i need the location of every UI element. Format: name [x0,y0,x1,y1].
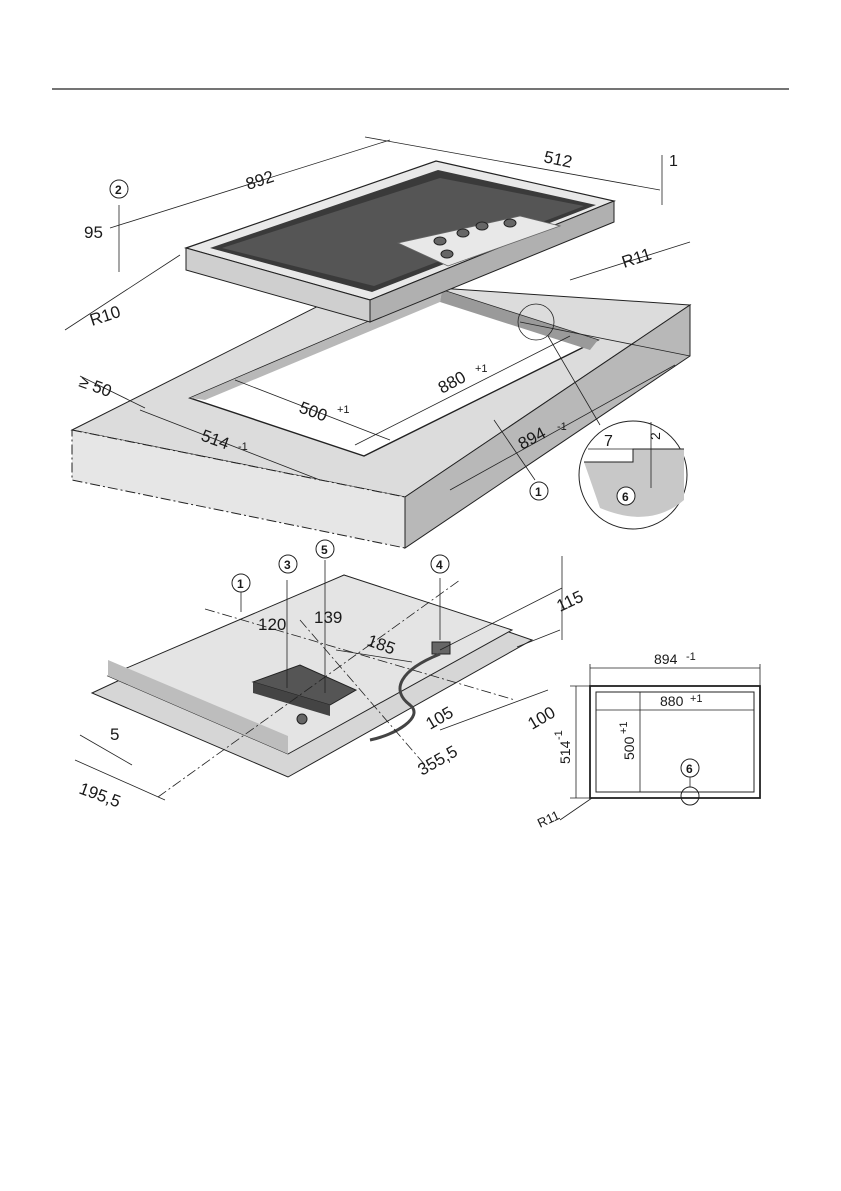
plan-dim-514: 514 [557,740,573,764]
svg-text:5: 5 [321,543,328,557]
dim-512: 512 [542,147,574,171]
svg-text:6: 6 [622,490,629,504]
svg-text:4: 4 [436,558,443,572]
callout-3: 3 [279,555,297,573]
dim-100: 100 [525,703,559,734]
svg-text:1: 1 [535,485,542,499]
dim-195-5: 195,5 [77,779,123,811]
dim-r10: R10 [87,302,123,330]
callout-4: 4 [431,555,449,573]
cutout-plan: 6 [560,664,760,820]
dim-105: 105 [423,703,457,734]
dim-5: 5 [110,725,119,744]
dim-139: 139 [314,608,342,627]
dim-894-tol: -1 [557,421,567,433]
dim-892: 892 [243,167,276,194]
dim-120: 120 [258,615,286,634]
plan-dim-894-tol: -1 [686,651,696,663]
callout-2: 2 [110,180,128,198]
dim-r11: R11 [619,244,653,271]
dim-115: 115 [554,587,587,616]
dim-2: 2 [647,432,663,440]
plan-dim-500: 500 [621,736,637,760]
dim-95: 95 [84,223,103,242]
dim-500-tol: +1 [337,404,350,416]
dim-355-5: 355,5 [415,742,461,780]
dim-1: 1 [669,153,678,170]
svg-text:2: 2 [115,183,122,197]
plan-dim-880: 880 [660,693,684,709]
plan-dim-880-tol: +1 [690,693,703,705]
hob-bottom [92,575,532,777]
dim-min-50: ≥ 50 [77,372,114,401]
edge-detail: 7 2 6 [579,421,687,529]
callout-5: 5 [316,540,334,558]
dim-880-tol: +1 [475,363,488,375]
plan-dim-514-tol: -1 [553,730,565,740]
plan-dim-r11: R11 [535,807,562,830]
dim-514-tol: -1 [238,441,248,453]
dim-7: 7 [604,433,613,450]
svg-text:3: 3 [284,558,291,572]
plan-dim-894: 894 [654,651,678,667]
callout-6-plan: 6 [686,762,693,776]
callout-1-bottom: 1 [232,574,250,592]
svg-text:1: 1 [237,577,244,591]
plan-dim-500-tol: +1 [618,721,630,734]
